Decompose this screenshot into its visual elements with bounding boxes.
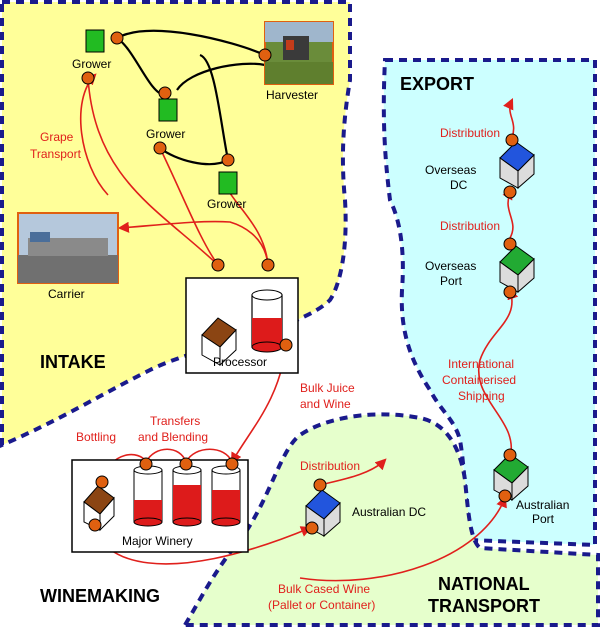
national-transport-region (181, 412, 600, 627)
overseas-dc-label-2: DC (450, 178, 468, 192)
transfers-label-2: and Blending (138, 430, 208, 444)
grape-transport-label-1: Grape (40, 130, 74, 144)
australian-dc-node[interactable]: Australian DC (305, 478, 426, 538)
grower-2-label: Grower (146, 127, 185, 141)
distribution-au-label: Distribution (300, 459, 360, 473)
major-winery-label: Major Winery (122, 534, 193, 548)
harvester-image[interactable]: Harvester (258, 21, 334, 102)
winemaking-label: WINEMAKING (40, 586, 160, 606)
grape-transport-label-2: Transport (30, 147, 82, 161)
bulk-juice-label-2: and Wine (300, 397, 351, 411)
overseas-port-label-1: Overseas (425, 259, 476, 273)
intake-label: INTAKE (40, 352, 106, 372)
shipping-label-2: Containerised (442, 373, 516, 387)
grower-node-1[interactable]: Grower (72, 29, 124, 85)
overseas-dc-label-1: Overseas (425, 163, 476, 177)
grower-node-2[interactable]: Grower (146, 86, 185, 155)
overseas-port-node[interactable]: Overseas Port (425, 237, 535, 299)
grower-1-label: Grower (72, 57, 111, 71)
bulk-cased-label-2: (Pallet or Container) (268, 598, 375, 612)
distribution-port-label: Distribution (440, 219, 500, 233)
shipping-label-1: International (448, 357, 514, 371)
bulk-cased-label-1: Bulk Cased Wine (278, 582, 370, 596)
grower-3-label: Grower (207, 197, 246, 211)
bulk-juice-label-1: Bulk Juice (300, 381, 355, 395)
harvester-label: Harvester (266, 88, 318, 102)
australian-dc-label: Australian DC (352, 505, 426, 519)
national-label-line1: NATIONAL (438, 574, 530, 594)
distribution-dc-label: Distribution (440, 126, 500, 140)
overseas-dc-node[interactable]: Overseas DC (425, 133, 535, 199)
winery-tank-1 (133, 465, 163, 527)
carrier-image[interactable]: Carrier (17, 212, 119, 301)
processor-label: Processor (213, 355, 267, 369)
export-label: EXPORT (400, 74, 474, 94)
major-winery-node[interactable]: Major Winery (71, 457, 249, 553)
carrier-label: Carrier (48, 287, 85, 301)
overseas-port-label-2: Port (440, 274, 463, 288)
transfers-label-1: Transfers (150, 414, 200, 428)
bottling-label: Bottling (76, 430, 116, 444)
shipping-label-3: Shipping (458, 389, 505, 403)
winery-tank-3 (211, 465, 241, 527)
australian-port-label-2: Port (532, 512, 555, 526)
winery-tank-2 (172, 465, 202, 527)
processor-node[interactable]: Processor (185, 258, 299, 374)
grower-node-3[interactable]: Grower (207, 153, 246, 211)
australian-port-label-1: Australian (516, 498, 569, 512)
australian-port-node[interactable]: Australian Port (493, 448, 569, 526)
national-label-line2: TRANSPORT (428, 596, 540, 616)
